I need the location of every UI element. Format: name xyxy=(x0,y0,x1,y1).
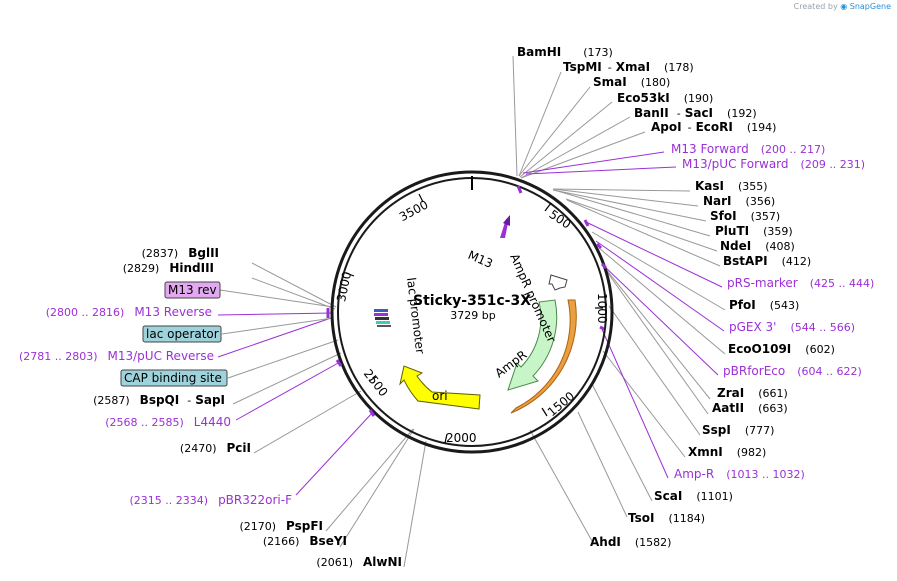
enzyme-hindiii: (2829)HindIII xyxy=(123,261,214,275)
tick-3500: 3500 xyxy=(397,197,431,224)
ori-label: ori xyxy=(432,389,448,403)
enzyme-zrai: ZraI(661) xyxy=(717,386,788,400)
primer-m13-puc-reverse: (2781 .. 2803)M13/pUC Reverse xyxy=(19,349,214,363)
enzyme-ahdi: AhdI(1582) xyxy=(590,535,671,549)
enzyme-tsoi: TsoI(1184) xyxy=(628,511,705,525)
enzyme-sspi: SspI(777) xyxy=(702,423,774,437)
backbone-outer xyxy=(330,170,614,454)
enzyme-alwni: (2061)AlwNI xyxy=(316,555,402,569)
enzyme-eco53ki: Eco53kI(190) xyxy=(617,91,713,105)
primer-pbrforeco: pBRforEco(604 .. 622) xyxy=(723,364,862,378)
enzyme-pcii: (2470)PciI xyxy=(180,441,251,455)
tick-3000: 3000 xyxy=(334,270,354,303)
boxed-feature-m13-rev: M13 rev xyxy=(164,281,221,299)
enzyme-bamhi: BamHI(173) xyxy=(517,45,613,59)
m13-fwd-arrowhead xyxy=(503,215,510,226)
m13-fwd-label: M13 fwd xyxy=(0,0,498,272)
primer-leader-lines xyxy=(217,151,725,496)
enzyme-aatii: AatII(663) xyxy=(712,401,788,415)
ampr-arrow xyxy=(507,299,558,391)
primer-prs-marker: pRS-marker(425 .. 444) xyxy=(727,276,874,290)
lac-promoter-label: lac promoter xyxy=(404,277,427,355)
tick-2000: 2000 xyxy=(446,431,477,445)
primer-amp-r: Amp-R(1013 .. 1032) xyxy=(674,467,805,481)
leader-lines xyxy=(232,55,726,568)
enzyme-scai: ScaI(1101) xyxy=(654,489,733,503)
plasmid-length: 3729 bp xyxy=(450,309,495,322)
enzyme-bstapi: BstAPI(412) xyxy=(723,254,811,268)
enzyme-sfoi: SfoI(357) xyxy=(710,209,780,223)
enzyme-ecoo109i: EcoO109I(602) xyxy=(728,342,835,356)
boxed-feature-cap-binding-site: CAP binding site xyxy=(120,369,228,387)
feature-leader-lines xyxy=(219,289,339,379)
enzyme-banii-saci: BanII-SacI(192) xyxy=(634,106,757,120)
primer-pbr322ori-f: (2315 .. 2334)pBR322ori-F xyxy=(130,493,293,507)
lac-operator-label: lac operator xyxy=(146,327,219,341)
plasmid-name: Sticky-351c-3X xyxy=(413,293,531,309)
enzyme-ndei: NdeI(408) xyxy=(720,239,795,253)
lac-features xyxy=(374,309,391,327)
enzyme-smai: SmaI(180) xyxy=(593,75,670,89)
position-ticks xyxy=(345,193,603,444)
enzyme-tspmi-xmai: TspMI-XmaI(178) xyxy=(563,60,694,74)
primer-m13-puc-forward: M13/pUC Forward(209 .. 231) xyxy=(682,157,865,171)
ori-arrow xyxy=(399,365,481,410)
primer-m13-forward: M13 Forward(200 .. 217) xyxy=(671,142,825,156)
enzyme-apoi-ecori: ApoI-EcoRI(194) xyxy=(651,120,776,134)
enzyme-kasi: KasI(355) xyxy=(695,179,768,193)
enzyme-xmni: XmnI(982) xyxy=(688,445,766,459)
snapgene-credit: Created by ◉ SnapGene xyxy=(794,2,891,11)
enzyme-bglii: (2837)BglII xyxy=(142,246,219,260)
tick-1500: 1500 xyxy=(545,389,577,419)
ampr-promoter-arrow xyxy=(548,274,568,291)
primer-m13-reverse: (2800 .. 2816)M13 Reverse xyxy=(46,305,212,319)
snapgene-logo-icon: ◉ xyxy=(840,2,848,11)
boxed-feature-lac-operator: lac operator xyxy=(142,325,222,343)
credit-brand: SnapGene xyxy=(849,2,891,11)
enzyme-nari: NarI(356) xyxy=(703,194,775,208)
credit-prefix: Created by xyxy=(793,2,838,11)
enzyme-pfoi: PfoI(543) xyxy=(729,298,799,312)
m13-rev-label: M13 rev xyxy=(168,283,217,297)
enzyme-bseyi: (2166)BseYI xyxy=(263,534,347,548)
primer-pgex-3: pGEX 3'(544 .. 566) xyxy=(729,320,855,334)
cap-binding-site-label: CAP binding site xyxy=(124,371,222,385)
enzyme-pspfi: (2170)PspFI xyxy=(239,519,323,533)
enzyme-bspqi-sapi: (2587)BspQI-SapI xyxy=(93,393,225,407)
tick-1000: 1000 xyxy=(595,293,609,324)
ampr-orf-arc xyxy=(510,299,577,414)
primer-marks xyxy=(326,185,608,417)
primer-l4440: (2568 .. 2585)L4440 xyxy=(105,415,231,429)
enzyme-pluti: PluTI(359) xyxy=(715,224,793,238)
